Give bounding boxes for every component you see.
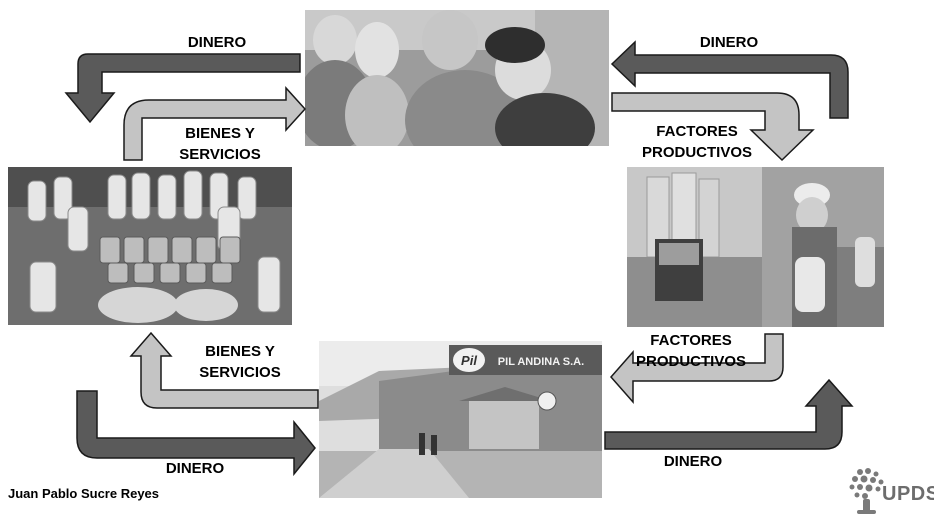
- label-line: FACTORES: [650, 332, 732, 349]
- label-line: SERVICIOS: [179, 146, 261, 163]
- label-line: PRODUCTIVOS: [635, 353, 746, 370]
- label-money-bottom-right: DINERO: [663, 453, 723, 470]
- factory-exterior-photo: Pil PIL ANDINA S.A.: [319, 341, 602, 498]
- arrow-goods-top-left: [123, 86, 307, 161]
- label-goods-bottom-left: BIENES Y SERVICIOS: [175, 341, 305, 383]
- arrow-money-top-left: [64, 53, 301, 124]
- label-line: PRODUCTIVOS: [641, 144, 752, 161]
- upds-emblem-icon: [849, 468, 884, 514]
- upds-logo-text: UPDS: [882, 483, 934, 505]
- label-money-bottom-left: DINERO: [165, 460, 225, 477]
- label-factors-top-right: FACTORES PRODUCTIVOS: [632, 121, 762, 163]
- label-line: SERVICIOS: [199, 364, 281, 381]
- family-photo: [305, 10, 609, 146]
- factory-photo: [627, 167, 884, 327]
- label-money-top-right: DINERO: [699, 34, 759, 51]
- label-line: BIENES Y: [185, 125, 255, 142]
- arrow-goods-bottom-left: [129, 331, 319, 409]
- arrow-money-top-right: [610, 40, 849, 119]
- upds-logo: UPDS: [846, 466, 934, 515]
- pil-logo: Pil: [461, 353, 477, 368]
- author-name: Juan Pablo Sucre Reyes: [8, 486, 160, 501]
- arrow-factors-top-right: [611, 92, 815, 162]
- label-line: BIENES Y: [205, 343, 275, 360]
- arrow-money-bottom-left: [76, 390, 316, 477]
- label-goods-top-left: BIENES Y SERVICIOS: [155, 123, 285, 165]
- label-money-top-left: DINERO: [187, 34, 247, 51]
- label-factors-bottom-right: FACTORES PRODUCTIVOS: [626, 330, 756, 372]
- products-photo: [8, 167, 292, 325]
- arrow-factors-bottom-right: [610, 333, 784, 404]
- factory-sign: PIL ANDINA S.A.: [498, 356, 584, 368]
- arrow-money-bottom-right: [604, 378, 854, 450]
- label-line: FACTORES: [656, 123, 738, 140]
